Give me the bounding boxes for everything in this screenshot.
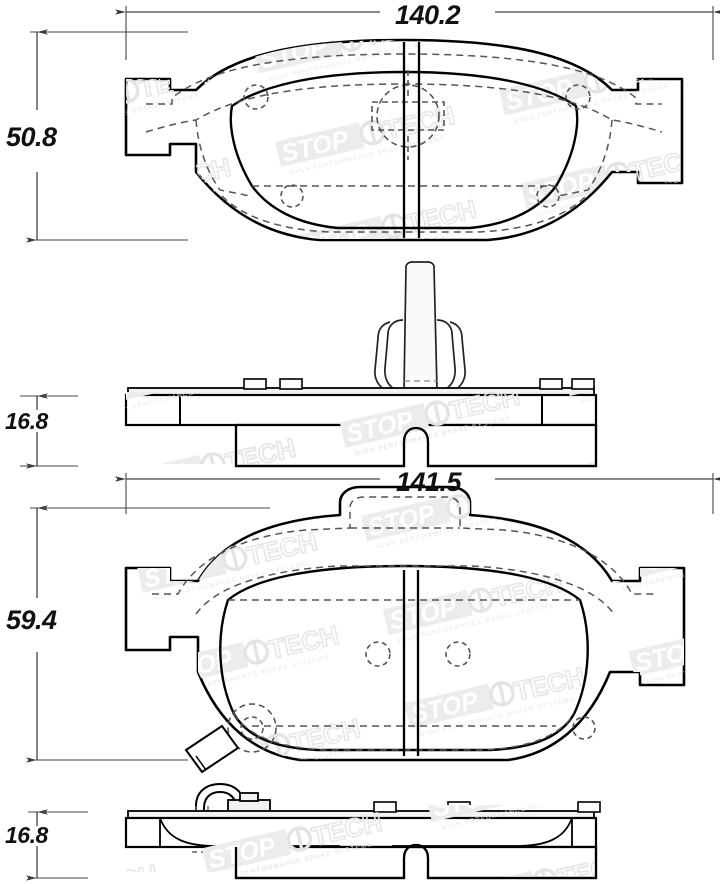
dimension-front-height xyxy=(26,29,188,243)
rear-pad-rivet-holes xyxy=(240,641,596,740)
dim-label-front-height: 50.8 xyxy=(6,122,57,152)
rear-rivet-hole-cl xyxy=(365,641,391,667)
rear-rivet-hole-cr xyxy=(445,641,471,667)
rear-pad-side-view xyxy=(124,782,601,880)
rear-rivet-hole-br xyxy=(572,716,596,740)
rear-sensor-body xyxy=(227,792,271,813)
rear-pad-center-slot xyxy=(402,570,420,756)
front-pad-side-view xyxy=(124,261,598,468)
rivet-hole-bl xyxy=(280,184,304,208)
front-pad-face-view xyxy=(124,38,684,242)
rivet-hole-br xyxy=(536,184,560,208)
front-side-clip-tabs xyxy=(243,378,595,390)
dimension-rear-thickness xyxy=(26,809,88,881)
front-pad-rivet-holes xyxy=(243,84,591,208)
rivet-hole-tl xyxy=(243,84,269,110)
dimension-front-thickness xyxy=(20,393,78,469)
rear-side-backing-plate xyxy=(124,816,598,849)
dim-label-rear-height: 59.4 xyxy=(6,605,57,635)
dim-label-front-width: 140.2 xyxy=(395,0,461,30)
dimension-front-width xyxy=(115,6,720,60)
front-wear-sensor-detail xyxy=(371,70,445,160)
front-side-backing-plate xyxy=(124,393,598,427)
rear-rivet-hole-bl xyxy=(240,716,264,740)
dim-label-rear-thickness: 16.8 xyxy=(5,822,48,848)
front-side-friction-block xyxy=(234,423,598,468)
dim-label-rear-width: 141.5 xyxy=(396,467,462,497)
front-pad-center-slot xyxy=(402,42,421,238)
rear-side-friction-block xyxy=(234,843,598,880)
rivet-hole-tr xyxy=(565,84,591,110)
rear-wear-sensor-tab xyxy=(184,724,240,774)
rear-pad-face-view xyxy=(124,485,686,774)
wear-sensor-clip xyxy=(374,261,466,394)
front-friction-outline xyxy=(229,70,579,230)
dim-label-front-thickness: 16.8 xyxy=(5,408,48,434)
